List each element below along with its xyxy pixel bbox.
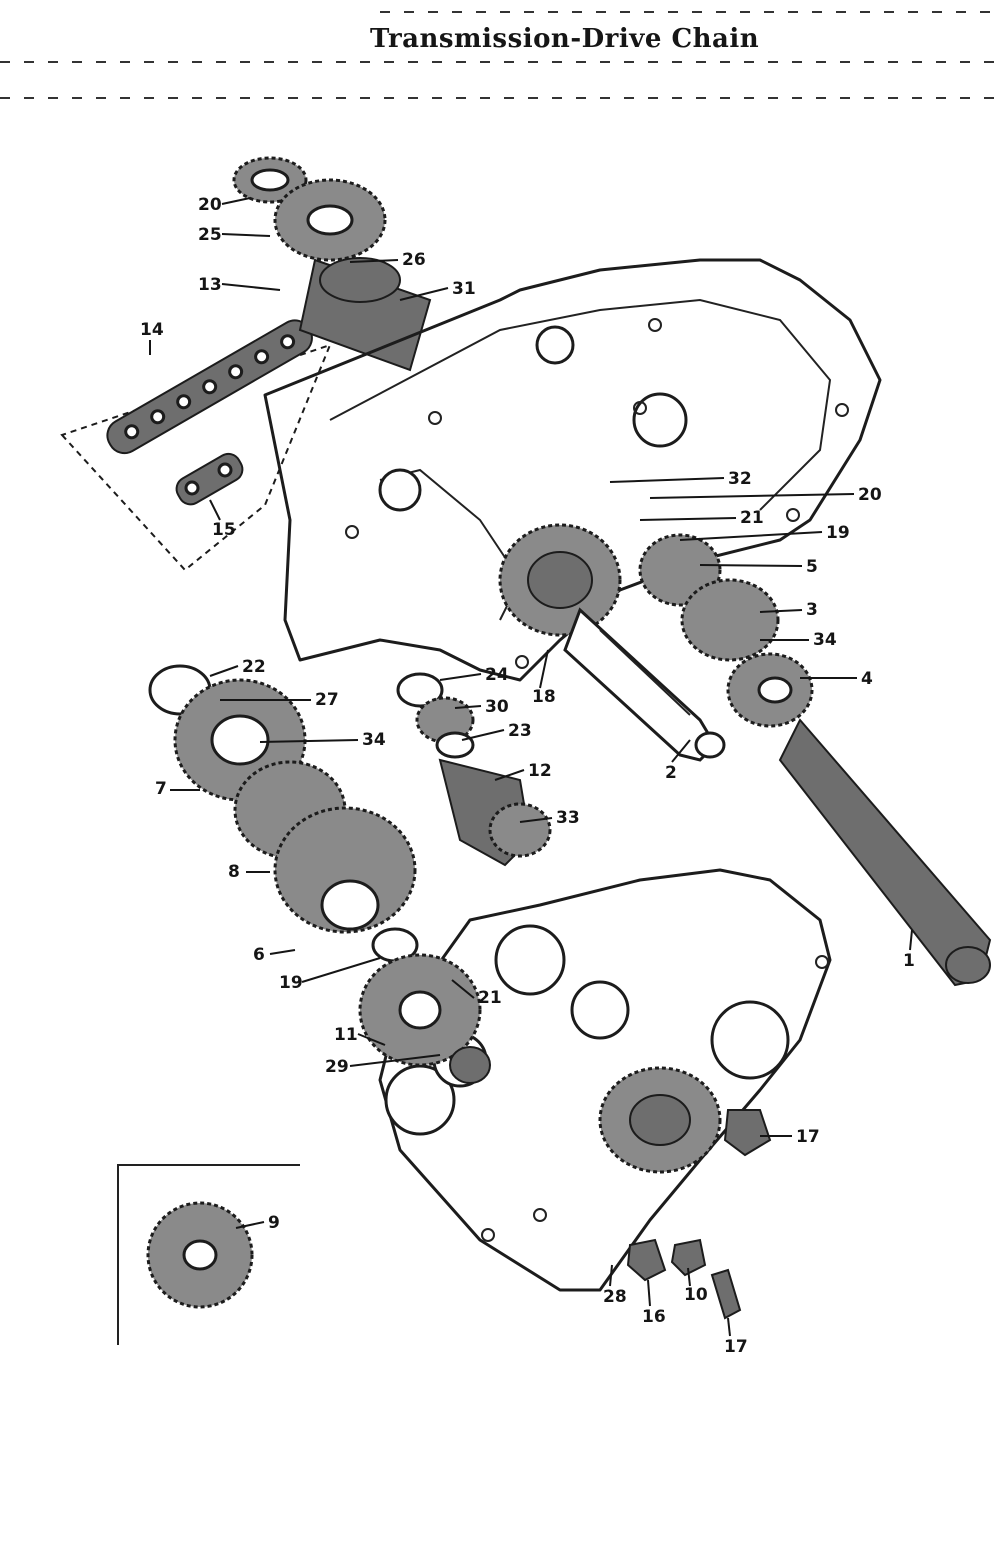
callout-leader-26 — [349, 259, 399, 263]
callout-leader-29 — [349, 1054, 441, 1067]
callout-label-11: 11 — [334, 1025, 358, 1045]
callout-label-30: 30 — [485, 697, 509, 717]
callout-leader-25 — [221, 233, 271, 237]
callout-label-34: 34 — [362, 730, 386, 750]
callout-leader-11 — [357, 1033, 386, 1046]
callout-leader-16 — [647, 1279, 651, 1307]
callout-label-13: 13 — [198, 275, 222, 295]
lower-small-parts — [626, 1109, 772, 1320]
callout-label-3: 3 — [806, 600, 818, 620]
callout-leader-2 — [671, 739, 691, 763]
callout-leader-6 — [269, 949, 296, 955]
callout-leader-32 — [609, 477, 725, 483]
callout-label-34: 34 — [813, 630, 837, 650]
callout-label-19: 19 — [279, 973, 303, 993]
callout-leader-10 — [687, 1267, 691, 1287]
selector-sleeve-stack — [396, 672, 552, 867]
callout-leader-24 — [439, 673, 482, 681]
callout-leader-28 — [609, 1264, 613, 1287]
callout-label-5: 5 — [806, 557, 818, 577]
callout-label-6: 6 — [253, 945, 265, 965]
callout-label-4: 4 — [861, 669, 873, 689]
callout-label-31: 31 — [452, 279, 476, 299]
callout-label-9: 9 — [268, 1213, 280, 1233]
callout-leader-3 — [759, 609, 803, 613]
alternate-sprocket-part-9 — [117, 1164, 300, 1345]
callout-leader-5 — [699, 564, 803, 567]
callout-label-25: 25 — [198, 225, 222, 245]
callout-label-29: 29 — [325, 1057, 349, 1077]
callout-leader-33 — [519, 817, 553, 823]
gearbox-lower-housing — [358, 868, 832, 1292]
callout-leader-9 — [235, 1221, 265, 1229]
callout-label-2: 2 — [665, 763, 677, 783]
callout-label-7: 7 — [155, 779, 167, 799]
callout-label-21: 21 — [478, 988, 502, 1008]
callout-label-12: 12 — [528, 761, 552, 781]
chain-master-link-part-15 — [175, 452, 244, 506]
callout-label-22: 22 — [242, 657, 266, 677]
callout-leader-31 — [399, 287, 449, 301]
mainshaft-gear-stack — [148, 664, 419, 963]
callout-leader-15 — [209, 499, 221, 521]
callout-label-23: 23 — [508, 721, 532, 741]
callout-leader-34 — [259, 739, 359, 743]
callout-label-21: 21 — [740, 508, 764, 528]
callout-label-17: 17 — [724, 1337, 748, 1357]
callout-leader-21 — [451, 979, 475, 999]
callout-leader-13 — [221, 283, 281, 291]
callout-leader-30 — [454, 705, 482, 709]
callout-leader-19 — [301, 957, 381, 983]
callout-label-27: 27 — [315, 690, 339, 710]
callout-leader-21 — [639, 517, 737, 521]
callout-leader-22 — [209, 665, 239, 677]
callout-label-10: 10 — [684, 1285, 708, 1305]
callout-label-1: 1 — [903, 951, 915, 971]
callout-leader-20 — [649, 493, 855, 499]
callout-label-20: 20 — [198, 195, 222, 215]
callout-label-18: 18 — [532, 687, 556, 707]
callout-label-19: 19 — [826, 523, 850, 543]
callout-label-16: 16 — [642, 1307, 666, 1327]
scan-noise — [0, 11, 1000, 99]
callout-label-32: 32 — [728, 469, 752, 489]
callout-leader-20 — [221, 197, 251, 205]
callout-leader-1 — [909, 929, 913, 951]
callout-label-24: 24 — [485, 665, 509, 685]
callout-label-8: 8 — [228, 862, 240, 882]
callout-leader-19 — [679, 531, 823, 541]
callout-labels: 2025132631141532202119533441821222734724… — [140, 195, 915, 1357]
mainshaft-part-2 — [563, 607, 726, 762]
callout-label-28: 28 — [603, 1287, 627, 1307]
callout-label-20: 20 — [858, 485, 882, 505]
gearbox-cover-housing — [263, 258, 882, 682]
callout-label-26: 26 — [402, 250, 426, 270]
callout-label-33: 33 — [556, 808, 580, 828]
callout-label-17: 17 — [796, 1127, 820, 1147]
callout-label-14: 14 — [140, 320, 164, 340]
diagram-title: Transmission-Drive Chain — [370, 24, 760, 54]
callout-leader-18 — [539, 649, 549, 689]
callout-leader-23 — [461, 729, 505, 741]
callout-leader-17 — [727, 1317, 731, 1337]
layshaft-gear-cluster — [638, 533, 992, 987]
callout-leader-12 — [494, 769, 525, 781]
callout-label-15: 15 — [212, 520, 236, 540]
